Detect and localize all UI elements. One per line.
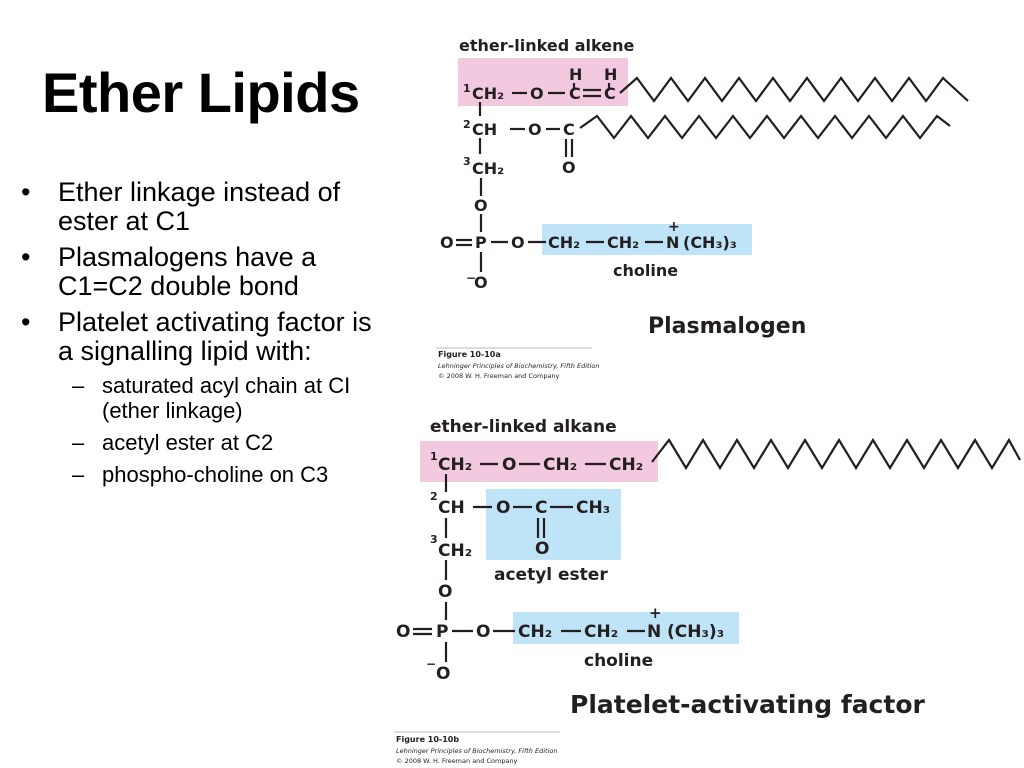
ether-linked-alkane-highlight [420,441,658,482]
acetyl-ch3: CH₃ [576,498,610,518]
bullet-item: • Plasmalogens have a C1=C2 double bond [18,243,388,301]
ether-oxygen: O [530,84,544,103]
choline-ch2-b: CH₂ [584,622,618,642]
phosphoryl-oxygen: O [440,233,454,252]
acyl-carbon: C [563,120,575,139]
c3-ch2: CH₂ [472,159,504,178]
sub-bullet-marker: – [72,373,85,398]
carbonyl-oxygen: O [562,158,576,177]
acetyl-carbon: C [535,498,547,518]
platelet-activating-factor-figure: ether-linked alkane 1 CH₂ O CH₂ CH₂ 2 CH… [394,417,1021,765]
trimethyl: (CH₃)₃ [683,233,737,252]
sub-bullet-marker: – [72,462,85,487]
ether-linked-alkene-highlight [458,58,628,106]
choline-ch2-a: CH₂ [548,233,580,252]
choline-ch2-b: CH₂ [607,233,639,252]
slide-title: Ether Lipids [42,61,360,124]
choline-highlight [542,224,752,255]
c2-ch: CH [472,120,497,139]
ester-oxygen: O [528,120,542,139]
bullet-text: Platelet activating factor is a signalli… [58,307,372,366]
ether-linked-alkane-label: ether-linked alkane [430,417,617,437]
bullet-marker: • [21,307,31,337]
vinyl-h-2: H [604,65,617,84]
positive-charge: + [668,219,680,235]
anionic-oxygen: O [474,273,488,292]
bullet-list: • Ether linkage instead of ester at C1 • P… [18,178,388,494]
c1-ch2: CH₂ [472,84,504,103]
bullet-item: • Platelet activating factor is a signall… [18,308,388,366]
negative-charge: − [426,657,436,671]
figure-name: Platelet-activating factor [570,690,926,719]
ether-ch2-2: CH₂ [609,455,643,475]
phosphorus: P [475,233,487,252]
vinyl-carbon-2: C [604,84,616,103]
ether-ch2-1: CH₂ [543,455,577,475]
phosphate-choline-oxygen: O [476,622,490,642]
c1-number: 1 [430,450,438,463]
phosphate-choline-oxygen: O [511,233,525,252]
c1-ch2: CH₂ [438,455,472,475]
figure-reference: Figure 10-10b [396,735,459,744]
bullet-text: Ether linkage instead of ester at C1 [58,177,341,236]
c2-number: 2 [463,118,471,131]
bullet-text: Plasmalogens have a C1=C2 double bond [58,242,317,301]
c3-ch2: CH₂ [438,541,472,561]
acetyl-ester-highlight [486,489,621,560]
c1-number: 1 [463,82,471,95]
nitrogen: N [666,233,679,252]
figure-book-citation: Lehninger Principles of Biochemistry, Fi… [396,747,557,755]
glycerol-phosphate-oxygen: O [474,196,488,215]
sub-bullet-marker: – [72,430,85,455]
carbonyl-oxygen: O [535,539,549,559]
figure-copyright: © 2008 W. H. Freeman and Company [396,757,518,765]
choline-label: choline [584,651,653,671]
vinyl-carbon-1: C [569,84,581,103]
negative-charge: − [466,271,476,285]
nitrogen: N [647,622,661,642]
trimethyl: (CH₃)₃ [667,622,724,642]
acetyl-ester-label: acetyl ester [494,565,608,585]
anionic-oxygen: O [436,664,450,684]
figure-reference: Figure 10-10a [438,350,501,359]
plasmalogen-figure: ether-linked alkene 1 CH₂ O C C H H 2 CH… [436,36,969,380]
phosphoryl-oxygen: O [396,622,410,642]
bullet-marker: • [21,242,31,272]
choline-ch2-a: CH₂ [518,622,552,642]
sub-bullet-item: –acetyl ester at C2 [18,430,388,455]
phosphorus: P [436,622,448,642]
plasmalogen-bonds [456,76,969,272]
choline-label: choline [613,261,678,280]
sub-bullet-item: –saturated acyl chain at CI (ether linka… [18,373,388,423]
bullet-item: • Ether linkage instead of ester at C1 [18,178,388,236]
sub-bullet-item: –phospho-choline on C3 [18,462,388,487]
c2-ch: CH [438,498,465,518]
vinyl-h-1: H [569,65,582,84]
positive-charge: + [649,604,662,622]
sub-bullet-text: phospho-choline on C3 [102,462,329,487]
ether-linked-alkene-label: ether-linked alkene [459,36,634,55]
bullet-marker: • [21,177,31,207]
c2-number: 2 [430,490,438,503]
sub-bullet-text: acetyl ester at C2 [102,430,274,455]
sub-bullet-text: saturated acyl chain at CI (ether linkag… [102,373,351,423]
ether-oxygen: O [502,455,516,475]
glycerol-phosphate-oxygen: O [438,582,452,602]
choline-highlight [513,612,739,644]
ester-oxygen: O [496,498,510,518]
c3-number: 3 [463,155,471,168]
platelet-activating-factor-bonds [413,437,1021,662]
c3-number: 3 [430,533,438,546]
figure-copyright: © 2008 W. H. Freeman and Company [438,372,560,380]
figure-book-citation: Lehninger Principles of Biochemistry, Fi… [438,362,599,370]
figure-name: Plasmalogen [648,314,806,339]
